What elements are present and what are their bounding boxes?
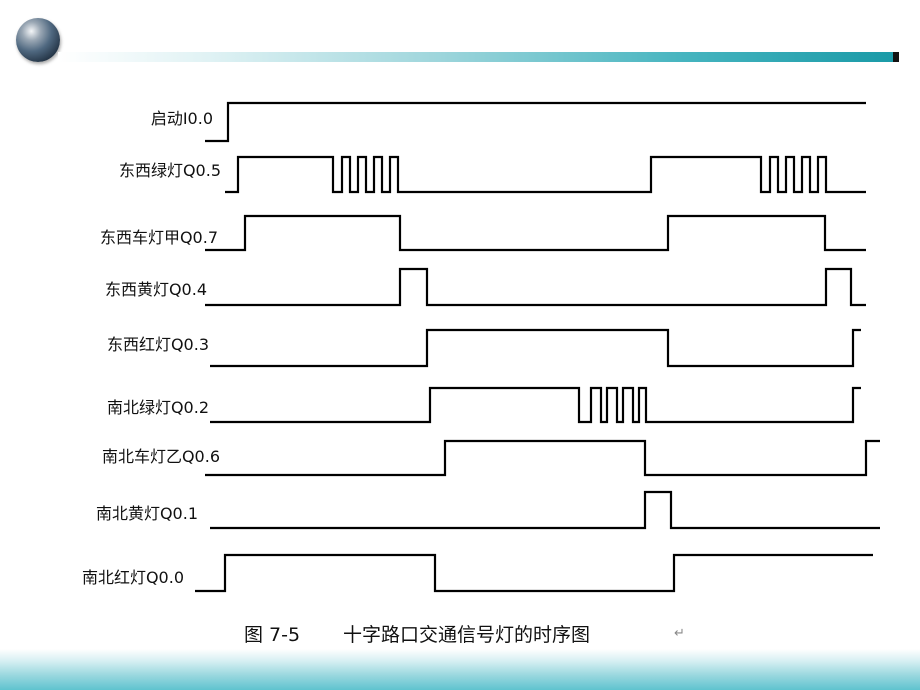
waveform-ns-green	[210, 386, 861, 424]
figure-title: 十字路口交通信号灯的时序图	[343, 624, 591, 646]
signal-label-ew-green: 东西绿灯Q0.5	[119, 161, 221, 180]
title-bar	[58, 52, 896, 62]
waveform-start	[205, 101, 866, 143]
waveform-ns-red	[195, 553, 873, 593]
waveform-ew-yellow	[205, 267, 866, 307]
signal-label-ew-red: 东西红灯Q0.3	[107, 335, 209, 354]
return-arrow-icon: ↵	[674, 626, 685, 641]
signal-label-ns-car: 南北车灯乙Q0.6	[102, 447, 220, 466]
signal-label-ns-green: 南北绿灯Q0.2	[107, 398, 209, 417]
footer-bar	[0, 649, 920, 690]
figure-number: 图 7-5	[244, 624, 301, 646]
waveform-ew-green	[225, 155, 866, 194]
signal-label-ew-car: 东西车灯甲Q0.7	[100, 228, 218, 247]
waveform-ns-yellow	[210, 490, 880, 530]
waveform-ew-red	[210, 328, 861, 368]
waveform-ew-car	[205, 214, 866, 252]
signal-label-ew-yellow: 东西黄灯Q0.4	[105, 280, 207, 299]
globe-icon	[16, 18, 60, 62]
signal-label-start: 启动I0.0	[151, 109, 213, 128]
title-bar-end	[893, 52, 899, 62]
waveform-ns-car	[205, 439, 880, 477]
signal-label-ns-red: 南北红灯Q0.0	[82, 568, 184, 587]
signal-label-ns-yellow: 南北黄灯Q0.1	[96, 504, 198, 523]
